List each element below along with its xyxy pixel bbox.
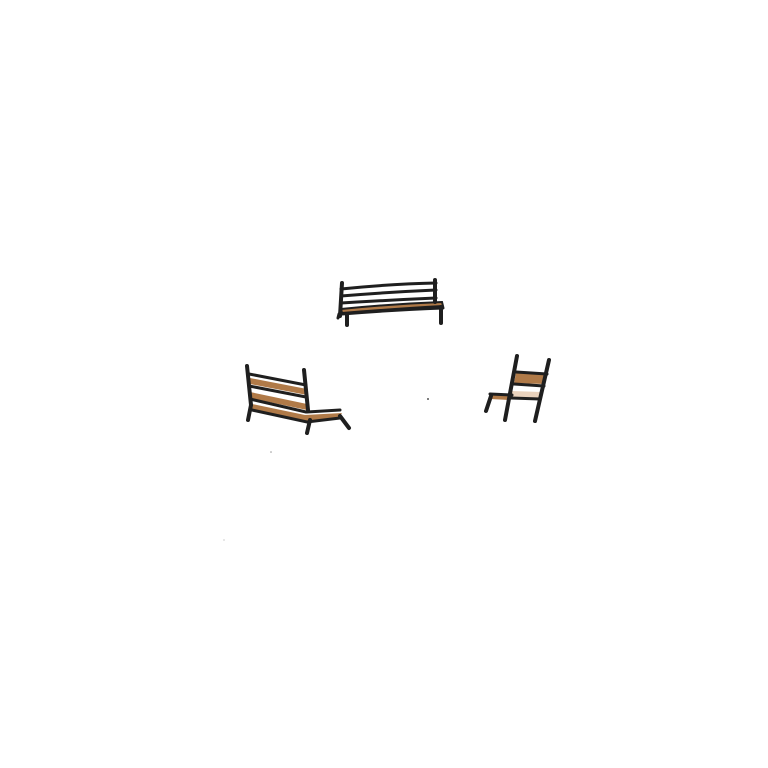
bench-left [245, 364, 351, 435]
stray-mark [270, 451, 272, 453]
chair-right [484, 354, 551, 423]
stray-mark [427, 398, 429, 400]
bench-front [336, 278, 445, 327]
stray-mark [223, 539, 225, 541]
